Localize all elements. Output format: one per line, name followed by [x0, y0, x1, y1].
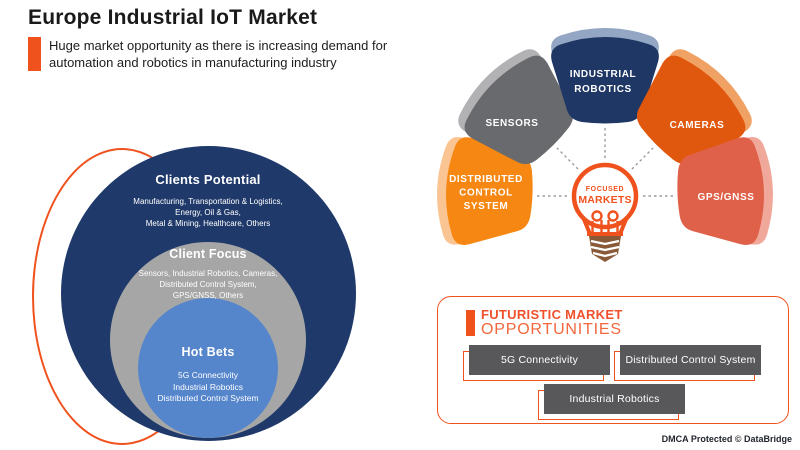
hot-bets-circle — [138, 298, 278, 438]
petal-industrial-robotics — [551, 28, 659, 124]
petal-sensors — [458, 49, 574, 165]
petal-body — [551, 37, 659, 124]
petal-label-gps-gnss: GPS/GNSS — [697, 192, 754, 203]
connector-line — [556, 147, 579, 170]
subtitle-line: Huge market opportunity as there is incr… — [49, 38, 388, 53]
lightbulb-icon: FOCUSED MARKETS — [571, 162, 639, 262]
accent-bar — [466, 310, 475, 336]
petal-cameras — [636, 49, 752, 165]
hot-bets-items: 5G Connectivity Industrial Robotics Dist… — [157, 370, 259, 403]
page-title: Europe Industrial IoT Market — [28, 6, 318, 29]
accent-bar — [28, 37, 41, 71]
opportunities-heading-line2: OPPORTUNITIES — [481, 321, 622, 338]
petal-gps-gnss — [677, 136, 773, 245]
subtitle-text: Huge market opportunity as there is incr… — [49, 37, 387, 71]
dmca-watermark: DMCA Protected © DataBridge — [661, 434, 792, 444]
focused-markets-label: MARKETS — [578, 194, 631, 206]
petal-label-sensors: SENSORS — [485, 118, 538, 129]
opportunity-item-distributed-control-system: Distributed Control System — [614, 345, 761, 381]
petal-body — [446, 137, 533, 245]
connector-line — [631, 147, 654, 170]
clients-potential-title: Clients Potential — [155, 172, 261, 187]
opportunity-item-5g-connectivity: 5G Connectivity — [463, 345, 610, 381]
subtitle-line: automation and robotics in manufacturing… — [49, 55, 337, 70]
clients-potential-items: Manufacturing, Transportation & Logistic… — [133, 197, 283, 228]
hot-bets-title: Hot Bets — [181, 345, 235, 359]
opportunity-item-industrial-robotics: Industrial Robotics — [538, 384, 685, 420]
client-focus-items: Sensors, Industrial Robotics, Cameras, D… — [138, 269, 278, 300]
focused-markets-label: FOCUSED — [586, 186, 624, 193]
petal-body — [464, 55, 574, 165]
opportunities-heading: FUTURISTIC MARKET OPPORTUNITIES — [466, 308, 623, 338]
petal-body — [677, 137, 764, 245]
petal-body — [636, 55, 746, 165]
opportunities-heading-line1: FUTURISTIC MARKET — [481, 307, 623, 322]
subtitle-block: Huge market opportunity as there is incr… — [28, 37, 387, 71]
client-focus-title: Client Focus — [169, 247, 247, 261]
petal-distributed-control-system — [437, 136, 533, 245]
client-segments-diagram: Clients Potential Manufacturing, Transpo… — [32, 146, 356, 445]
petal-label-cameras: CAMERAS — [670, 120, 725, 131]
futuristic-market-opportunities-panel: FUTURISTIC MARKET OPPORTUNITIES 5G Conne… — [437, 296, 789, 424]
